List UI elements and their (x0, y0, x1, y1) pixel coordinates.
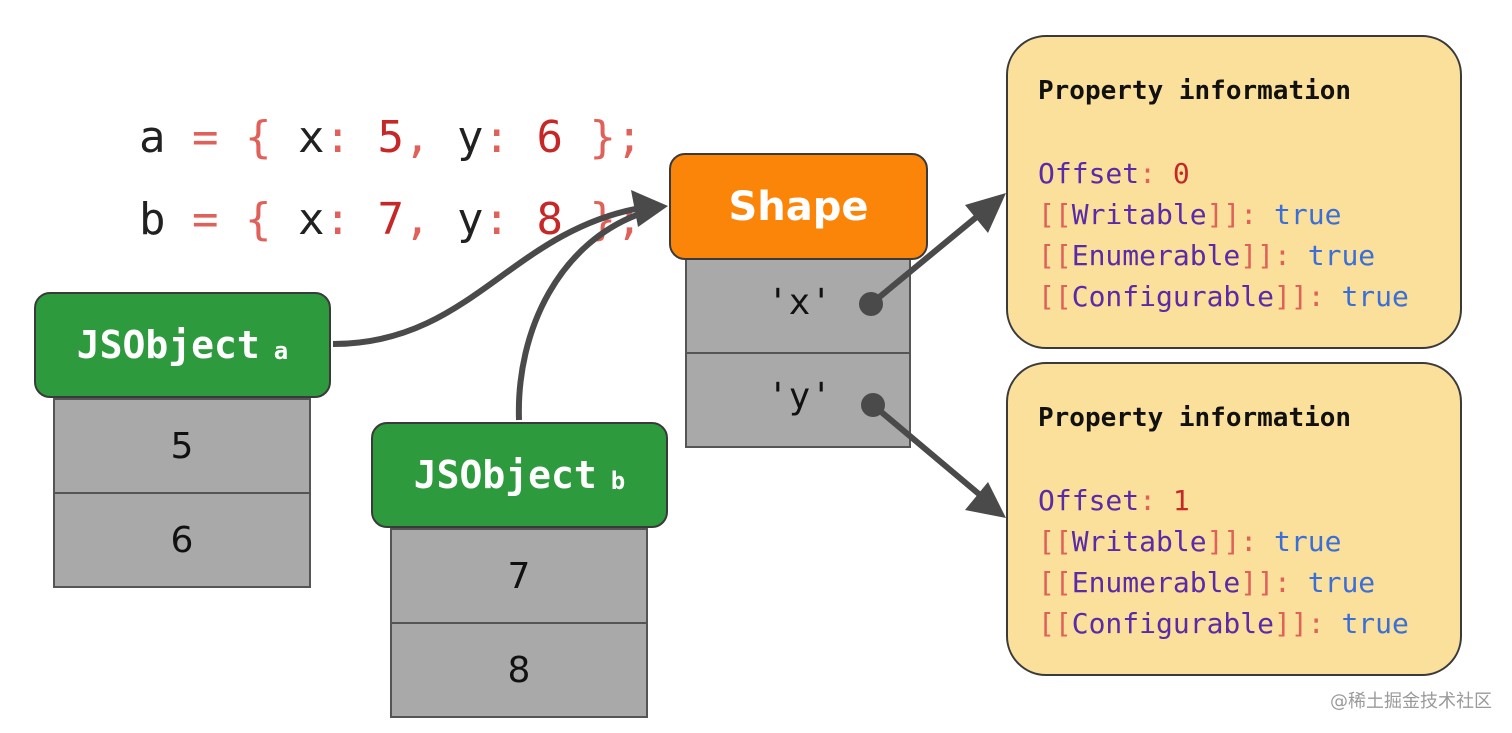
attr-value: true (1307, 239, 1376, 272)
attr-name: Enumerable (1071, 566, 1241, 599)
code-line-b: b = { x: 7, y: 8 }; (86, 130, 642, 245)
attr-colon: : (1274, 239, 1291, 272)
code-colon: : (483, 112, 510, 163)
attr-name: Configurable (1071, 280, 1275, 313)
jsobject-a-name: a (273, 337, 289, 365)
attr-close-brackets: ]] (1240, 566, 1275, 599)
attr-open-brackets: [[ (1038, 607, 1072, 640)
offset-colon: : (1139, 484, 1157, 517)
code-colon: : (483, 194, 510, 245)
offset-label: Offset (1038, 484, 1140, 517)
code-colon: : (324, 112, 351, 163)
code-value: 6 (536, 112, 563, 163)
attr-value: true (1341, 607, 1409, 640)
offset-value: 1 (1172, 484, 1190, 517)
attr-colon: : (1274, 566, 1291, 599)
attr-colon: : (1240, 198, 1258, 231)
attr-close-brackets: ]] (1274, 607, 1308, 640)
offset-label: Offset (1038, 157, 1140, 190)
jsobject-b-value-cell: 7 (390, 528, 648, 624)
jsobject-a-header: JSObject a (34, 292, 331, 398)
shape-header: Shape (669, 153, 928, 260)
property-attr-enumerable: [[Enumerable]]: true (1038, 235, 1460, 276)
attr-close-brackets: ]] (1240, 239, 1275, 272)
code-line-a: a = { x: 5, y: 6 }; (86, 48, 642, 163)
shape-key-x-label: 'x' (767, 282, 833, 323)
attr-value: true (1341, 280, 1409, 313)
code-brace-close: }; (589, 112, 643, 163)
code-var: b (138, 194, 166, 245)
attr-value: true (1274, 198, 1342, 231)
jsobject-b-title: JSObject (413, 453, 597, 497)
attr-close-brackets: ]] (1274, 280, 1308, 313)
code-var: a (138, 112, 166, 163)
code-equals: = (191, 194, 219, 245)
attr-open-brackets: [[ (1038, 239, 1072, 272)
shape-key-y-label: 'y' (767, 376, 833, 417)
code-key: x (297, 112, 325, 163)
attr-name: Configurable (1071, 607, 1275, 640)
code-equals: = (191, 112, 219, 163)
code-brace-open: { (244, 112, 272, 163)
property-info-x: Property information Offset: 0 [[Writabl… (1006, 35, 1462, 349)
jsobject-b-value: 8 (507, 649, 531, 691)
code-value: 8 (536, 194, 563, 245)
attr-colon: : (1240, 525, 1258, 558)
shape-title: Shape (728, 183, 869, 230)
attr-colon: : (1307, 280, 1325, 313)
attr-name: Writable (1071, 525, 1207, 558)
jsobject-a-value: 6 (170, 519, 194, 561)
jsobject-a-value: 5 (170, 425, 194, 467)
code-key: y (456, 112, 484, 163)
jsobject-b-header: JSObject b (371, 422, 668, 528)
code-brace-open: { (244, 194, 272, 245)
property-offset: Offset: 0 (1038, 153, 1460, 194)
attr-open-brackets: [[ (1038, 566, 1072, 599)
code-comma: , (403, 194, 431, 245)
property-attr-writable: [[Writable]]: true (1038, 194, 1460, 235)
attr-name: Enumerable (1071, 239, 1241, 272)
code-brace-close: }; (589, 194, 643, 245)
shape-key-x: 'x' (685, 258, 911, 354)
attr-value: true (1274, 525, 1342, 558)
property-attr-enumerable: [[Enumerable]]: true (1038, 562, 1460, 603)
code-value: 7 (377, 194, 404, 245)
jsobject-b-name: b (610, 467, 626, 495)
attr-close-brackets: ]] (1206, 525, 1241, 558)
shape-key-y: 'y' (685, 352, 911, 448)
property-info-title: Property information (1038, 403, 1352, 433)
attr-open-brackets: [[ (1038, 525, 1072, 558)
code-key: y (456, 194, 484, 245)
arrow-head-icon (965, 193, 1006, 233)
property-info-title: Property information (1038, 76, 1352, 106)
property-attr-configurable: [[Configurable]]: true (1038, 603, 1460, 644)
code-comma: , (403, 112, 431, 163)
jsobject-a-value-cell: 5 (53, 398, 311, 494)
jsobject-b-value-cell: 8 (390, 622, 648, 718)
attr-value: true (1307, 566, 1376, 599)
code-value: 5 (377, 112, 404, 163)
jsobject-a-value-cell: 6 (53, 492, 311, 588)
jsobject-a-title: JSObject (76, 323, 260, 367)
property-offset: Offset: 1 (1038, 480, 1460, 521)
offset-colon: : (1139, 157, 1157, 190)
jsobject-b-value: 7 (507, 555, 531, 597)
attr-name: Writable (1071, 198, 1207, 231)
attr-colon: : (1307, 607, 1325, 640)
property-info-y: Property information Offset: 1 [[Writabl… (1006, 362, 1462, 676)
property-attr-configurable: [[Configurable]]: true (1038, 276, 1460, 317)
property-attr-writable: [[Writable]]: true (1038, 521, 1460, 562)
code-colon: : (324, 194, 351, 245)
attr-close-brackets: ]] (1206, 198, 1241, 231)
offset-value: 0 (1172, 157, 1190, 190)
attr-open-brackets: [[ (1038, 280, 1072, 313)
arrow-head-icon (965, 482, 1006, 518)
code-key: x (297, 194, 325, 245)
watermark: @稀土掘金技术社区 (1330, 691, 1492, 712)
attr-open-brackets: [[ (1038, 198, 1072, 231)
